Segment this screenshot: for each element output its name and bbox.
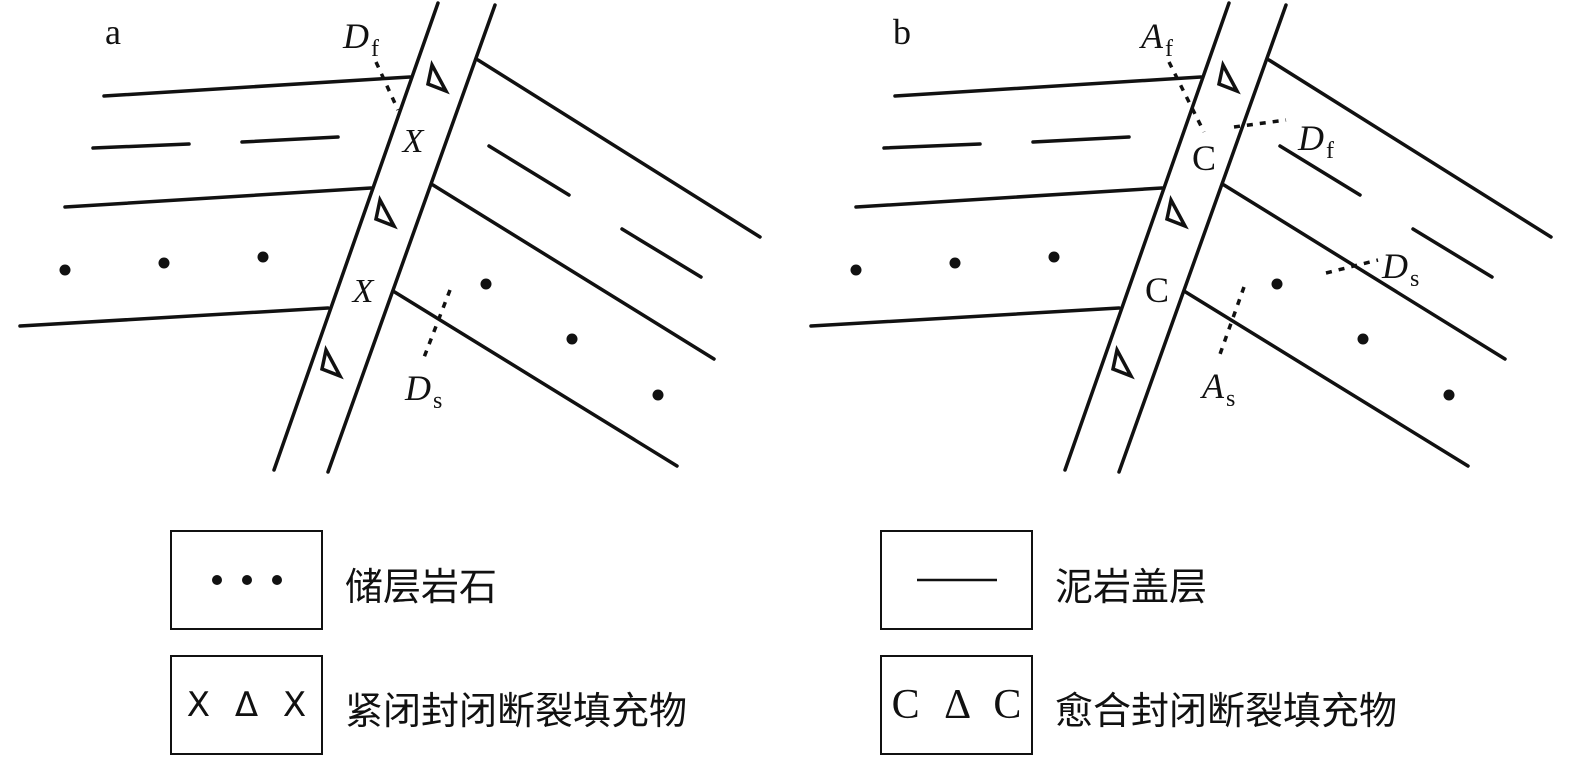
fill-x: X [401,123,425,160]
label-ds: Ds [404,368,442,414]
bed-boundary [18,306,330,328]
mudstone-dash [91,142,191,150]
legend-text-reservoir: 储层岩石 [345,565,498,609]
mudstone-dash [882,142,982,150]
mudstone-dash [240,135,340,144]
legend-text-healed-fill: 愈合封闭断裂填充物 [1055,689,1398,733]
bed-boundary [476,58,762,239]
ds-leader [1325,258,1379,275]
reservoir-dot [257,251,269,263]
fault-wall-right [326,3,497,474]
bed-boundary [1267,58,1553,239]
bed-boundary [391,289,679,468]
label-ds-right: Ds [1381,246,1419,292]
mudstone-dash [487,144,571,197]
legend-box-healed-fill: C Δ C [880,655,1033,755]
df-leader [374,61,400,111]
fill-c: C [1145,270,1169,310]
panel-b-label: b [893,12,911,52]
triangle-fill-icon [1216,59,1241,95]
reservoir-dot [59,264,71,276]
bed-boundary [431,183,716,361]
panel-a [18,1,762,474]
bed-boundary [1222,183,1507,361]
legend-text-mudstone: 泥岩盖层 [1055,565,1208,609]
panel-a-label: a [105,12,121,52]
triangle-fill-icon [425,59,450,95]
triangle-fill-icon [373,194,398,230]
bed-boundary [854,186,1164,209]
legend-symbol-tight-fill: X Δ X [186,685,307,725]
mudstone-dash [1031,135,1131,144]
dots-icon [211,575,282,585]
fill-c: C [1192,138,1216,178]
legend-box-tight-fill: X Δ X [170,655,323,755]
legend-box-mudstone [880,530,1033,630]
label-af: Af [1139,16,1173,62]
bed-boundary [893,75,1203,98]
panel-b [809,1,1553,474]
bed-boundary [1182,289,1470,468]
triangle-fill-icon [319,344,344,380]
label-df-right: Df [1297,118,1334,164]
bed-boundary [809,306,1121,328]
legend-symbol-healed-fill: C Δ C [891,682,1022,728]
mudstone-dash [1411,227,1494,279]
label-df: Df [342,16,379,62]
bed-boundary [63,186,373,209]
reservoir-dot [566,333,578,345]
label-as: As [1200,366,1235,412]
df-leader [1233,118,1287,129]
reservoir-dot [158,257,170,269]
legend-text-tight-fill: 紧闭封闭断裂填充物 [345,689,688,733]
reservoir-dot [1271,278,1283,290]
reservoir-dot [1048,251,1060,263]
triangle-fill-icon [1110,344,1135,380]
reservoir-dot [480,278,492,290]
mudstone-dash [1278,144,1362,197]
fault-wall-right [1117,3,1288,474]
mudstone-dash [620,227,703,279]
line-icon [916,578,997,582]
fill-x: X [351,273,375,310]
reservoir-dot [1357,333,1369,345]
fault-wall-left [272,1,440,472]
bed-boundary [102,75,412,98]
reservoir-dot [850,264,862,276]
reservoir-dot [949,257,961,269]
legend-box-reservoir [170,530,323,630]
reservoir-dot [652,389,664,401]
triangle-fill-icon [1164,194,1189,230]
reservoir-dot [1443,389,1455,401]
fault-wall-left [1063,1,1231,472]
af-leader [1167,61,1206,133]
